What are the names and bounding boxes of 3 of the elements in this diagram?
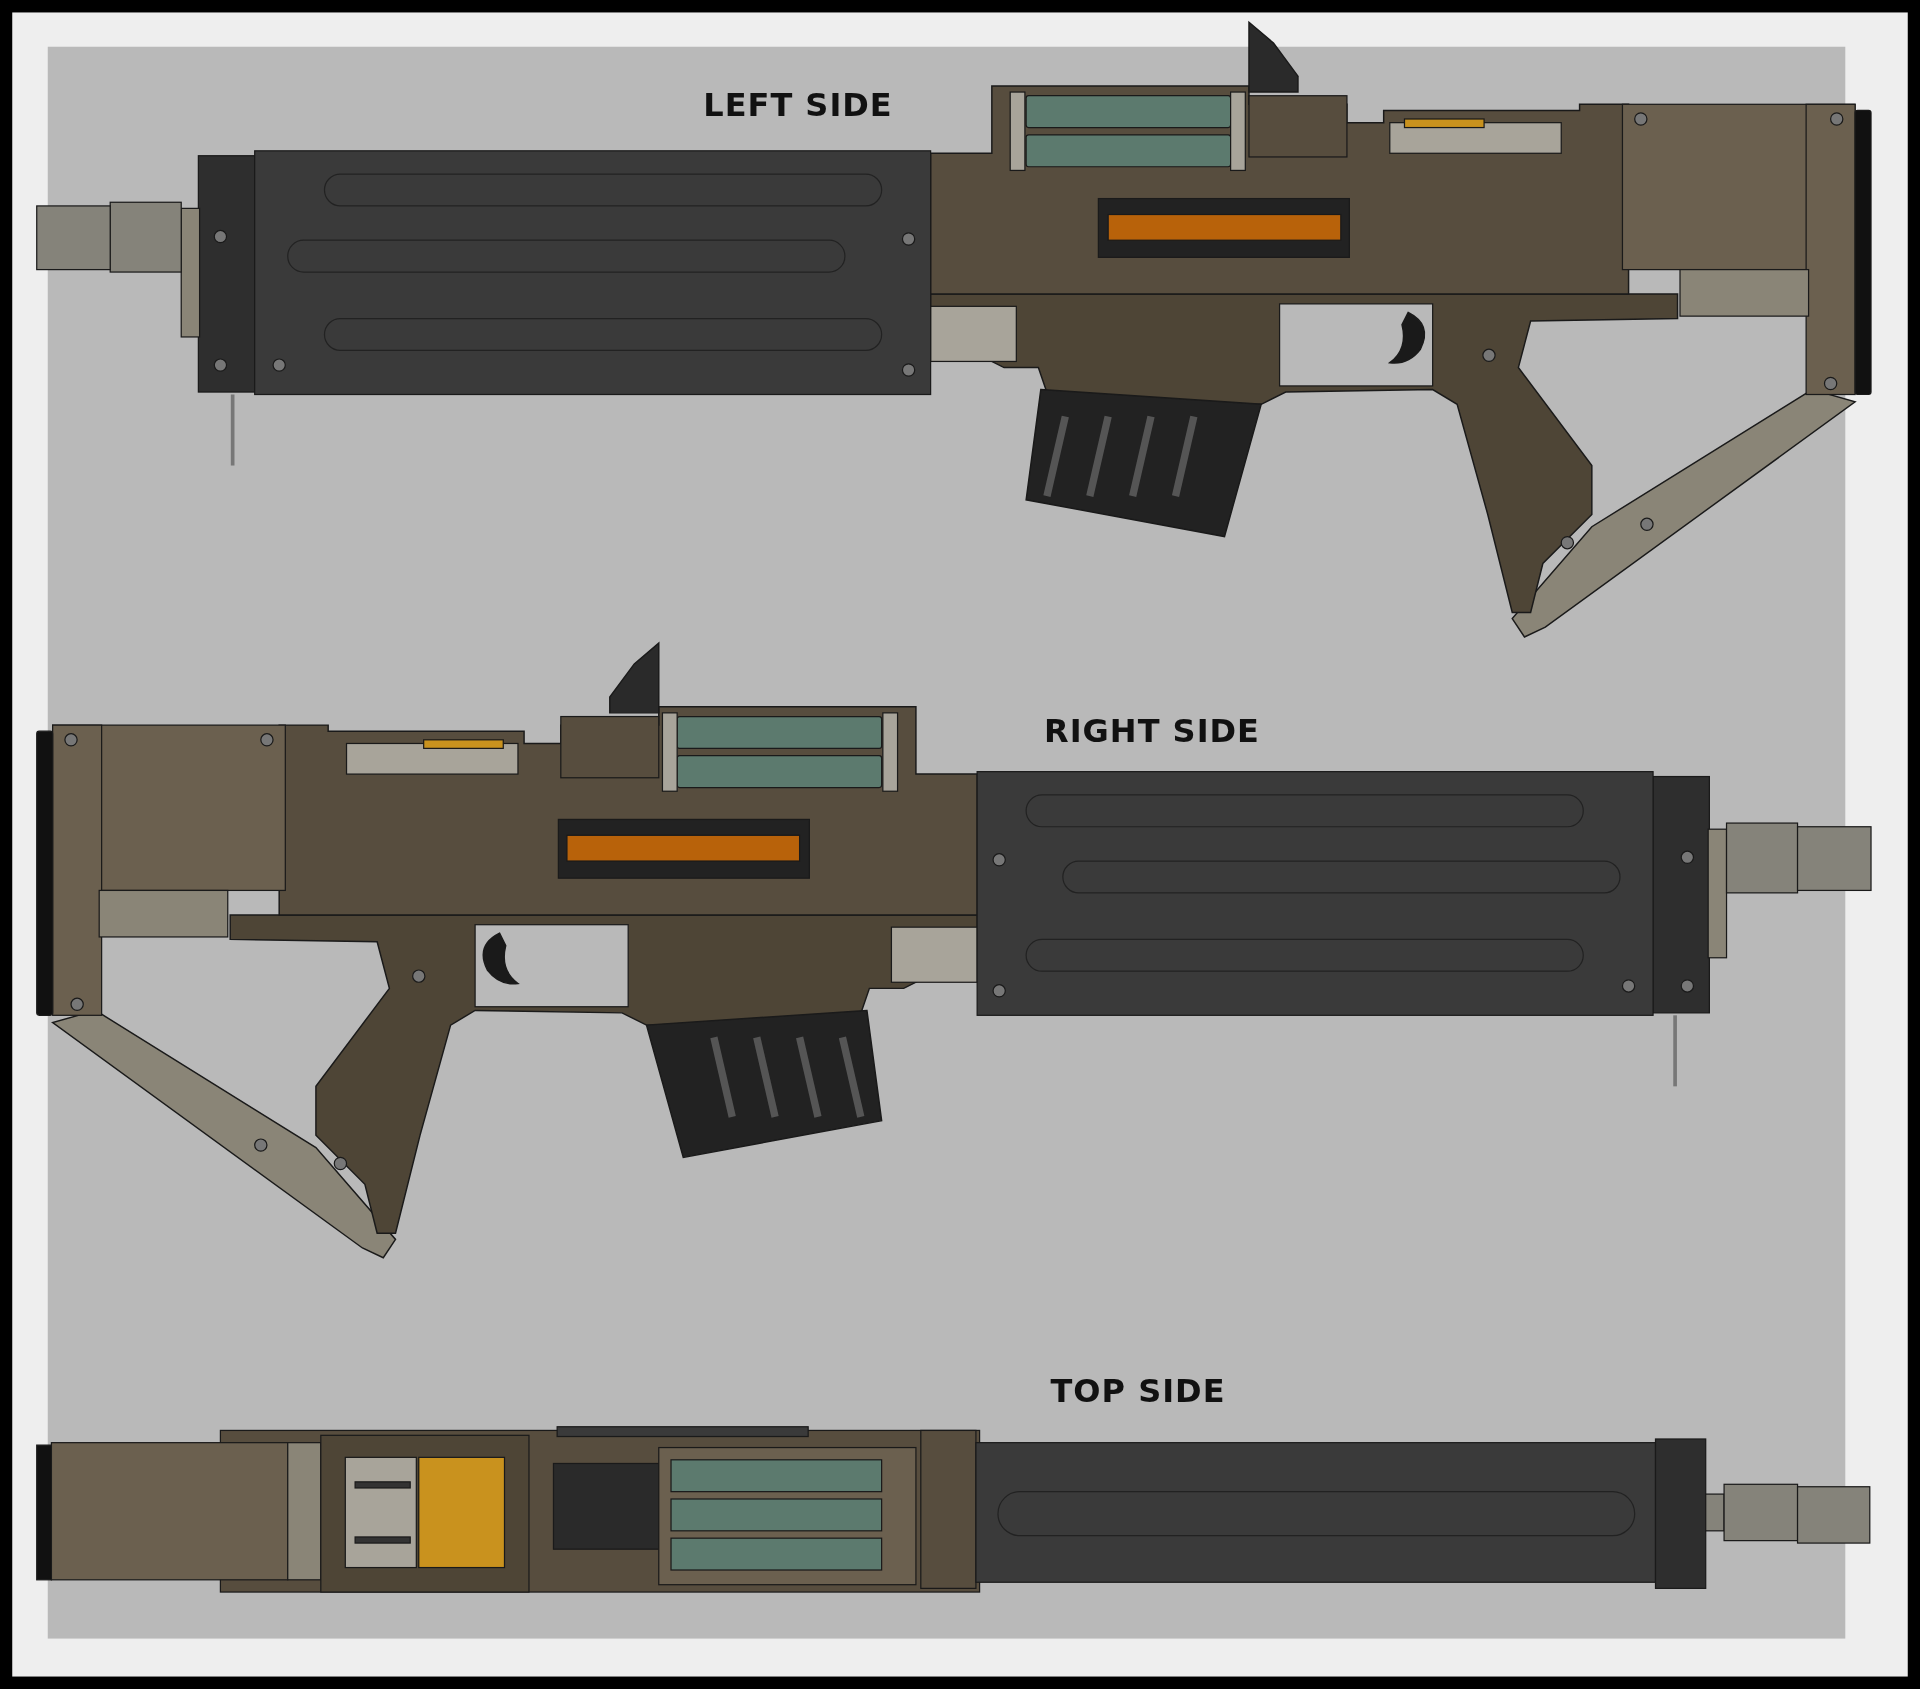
view-title: TOP SIDE [1050,1374,1226,1410]
view-title: LEFT SIDE [703,88,893,124]
view-title: RIGHT SIDE [1044,714,1260,750]
